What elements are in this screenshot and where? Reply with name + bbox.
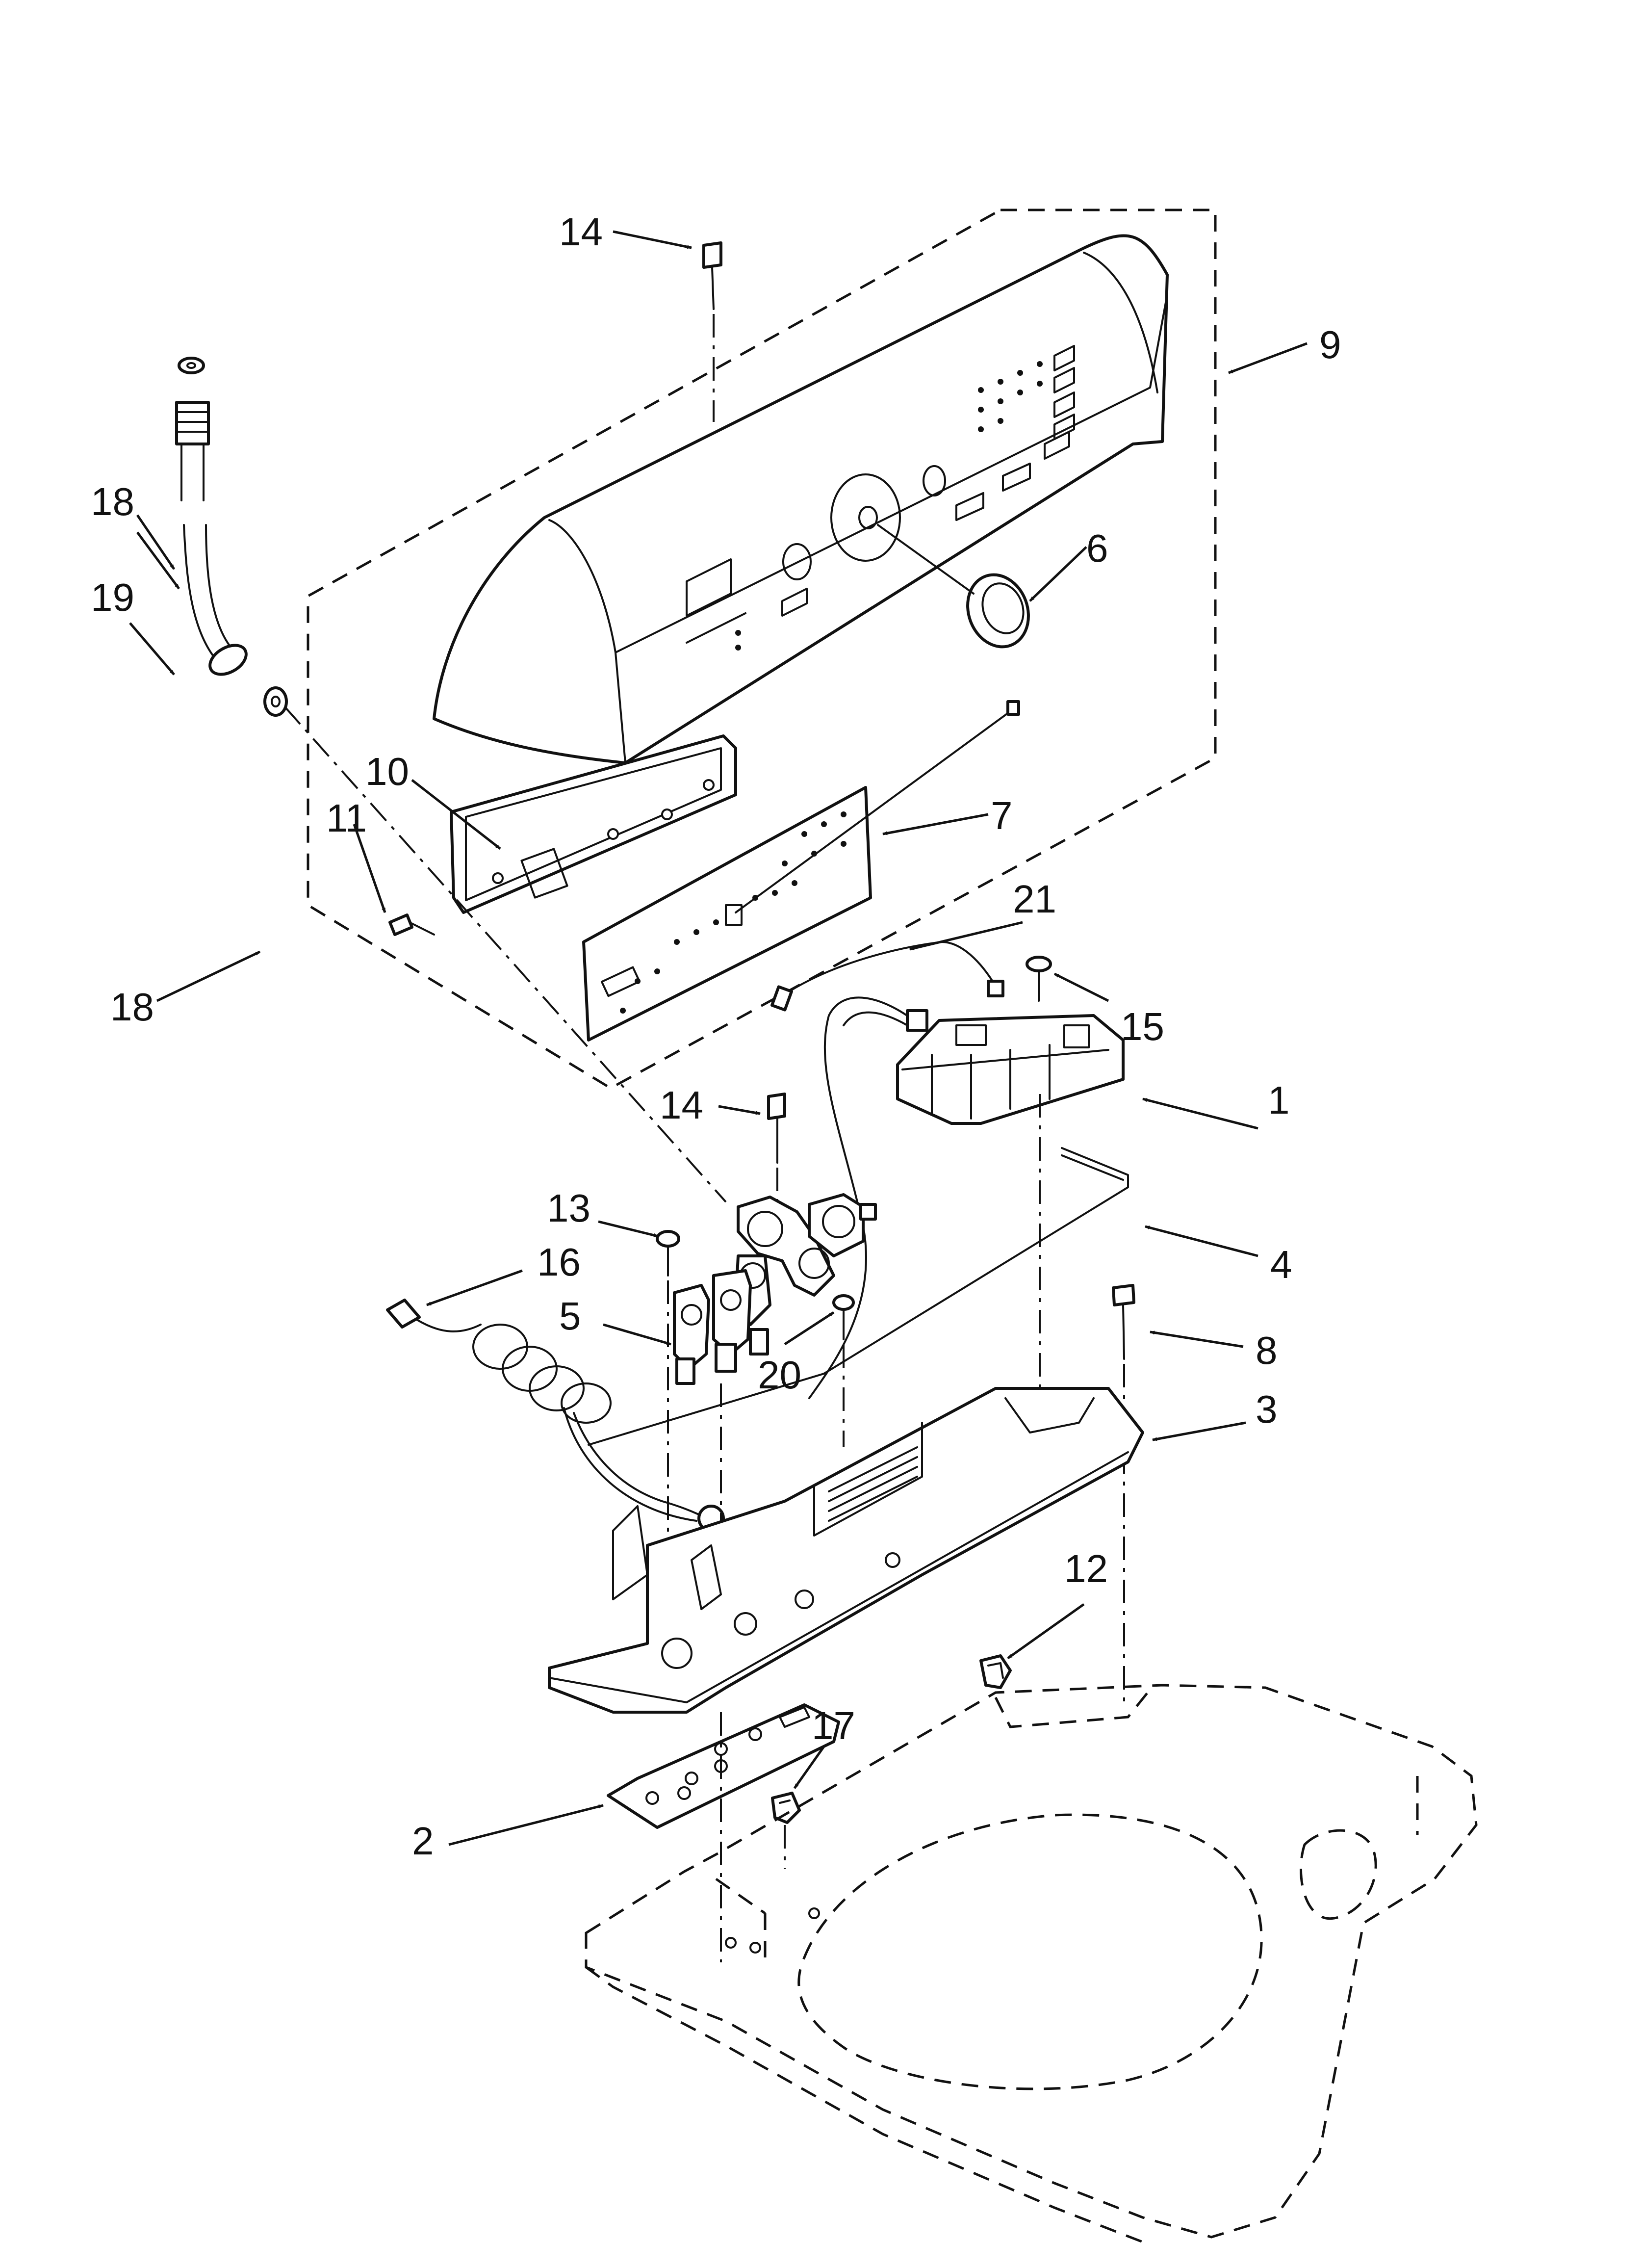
screw-14-middle bbox=[767, 1093, 786, 1164]
screw-8 bbox=[1112, 1284, 1135, 1360]
mounting-plate bbox=[607, 1703, 840, 1829]
callout-15: 15 bbox=[1121, 1005, 1164, 1048]
switch-housing bbox=[450, 734, 737, 914]
callout-7: 7 bbox=[991, 794, 1013, 837]
callout-18-top: 18 bbox=[91, 480, 134, 523]
callout-19: 19 bbox=[91, 575, 134, 619]
screw-11 bbox=[388, 913, 435, 936]
callout-14-middle: 14 bbox=[660, 1083, 703, 1127]
callout-14-top: 14 bbox=[559, 210, 603, 254]
screw-15 bbox=[1026, 956, 1052, 1002]
screw-14-top bbox=[702, 241, 722, 310]
callout-4: 4 bbox=[1270, 1243, 1292, 1286]
user-interface-board bbox=[582, 786, 872, 1042]
callout-18-bottom: 18 bbox=[110, 985, 154, 1029]
control-knob bbox=[966, 573, 1030, 649]
callout-2: 2 bbox=[412, 1819, 434, 1863]
callout-16: 16 bbox=[537, 1240, 581, 1284]
callout-9: 9 bbox=[1319, 323, 1341, 366]
screw-20 bbox=[832, 1294, 855, 1340]
callout-13: 13 bbox=[547, 1186, 590, 1230]
callout-5: 5 bbox=[559, 1294, 581, 1338]
main-control-board bbox=[808, 996, 1125, 1399]
support-rod bbox=[588, 1147, 1129, 1446]
washer-18-top bbox=[178, 357, 205, 374]
console-panel bbox=[433, 234, 1169, 764]
wire-harness-21 bbox=[770, 941, 1004, 1012]
cabinet-top-outline bbox=[585, 1684, 1478, 2243]
callout-17: 17 bbox=[812, 1704, 855, 1747]
callout-labels: 1 2 3 4 5 6 7 8 9 10 11 12 13 14 14 15 1… bbox=[91, 210, 1341, 1863]
clip-12 bbox=[979, 1654, 1012, 1689]
visible-leader-18-top bbox=[136, 531, 180, 590]
clip-17 bbox=[771, 1792, 801, 1824]
callout-leaders bbox=[136, 230, 1308, 1846]
callout-20: 20 bbox=[758, 1353, 801, 1397]
callout-3: 3 bbox=[1256, 1387, 1278, 1431]
callout-10: 10 bbox=[365, 750, 409, 793]
valve-solenoids bbox=[673, 1269, 769, 1385]
callout-1: 1 bbox=[1268, 1078, 1290, 1122]
screw-13 bbox=[656, 1230, 680, 1277]
fill-hose bbox=[175, 401, 248, 676]
console-base bbox=[548, 1387, 1144, 1714]
callout-12: 12 bbox=[1064, 1547, 1108, 1590]
callout-21: 21 bbox=[1013, 877, 1056, 921]
callout-8: 8 bbox=[1256, 1329, 1278, 1372]
callout-6: 6 bbox=[1086, 526, 1108, 570]
water-valve bbox=[734, 1193, 877, 1326]
washer-18-bottom bbox=[263, 686, 288, 717]
visible-leader-19 bbox=[129, 622, 175, 676]
callout-11: 11 bbox=[326, 796, 367, 840]
